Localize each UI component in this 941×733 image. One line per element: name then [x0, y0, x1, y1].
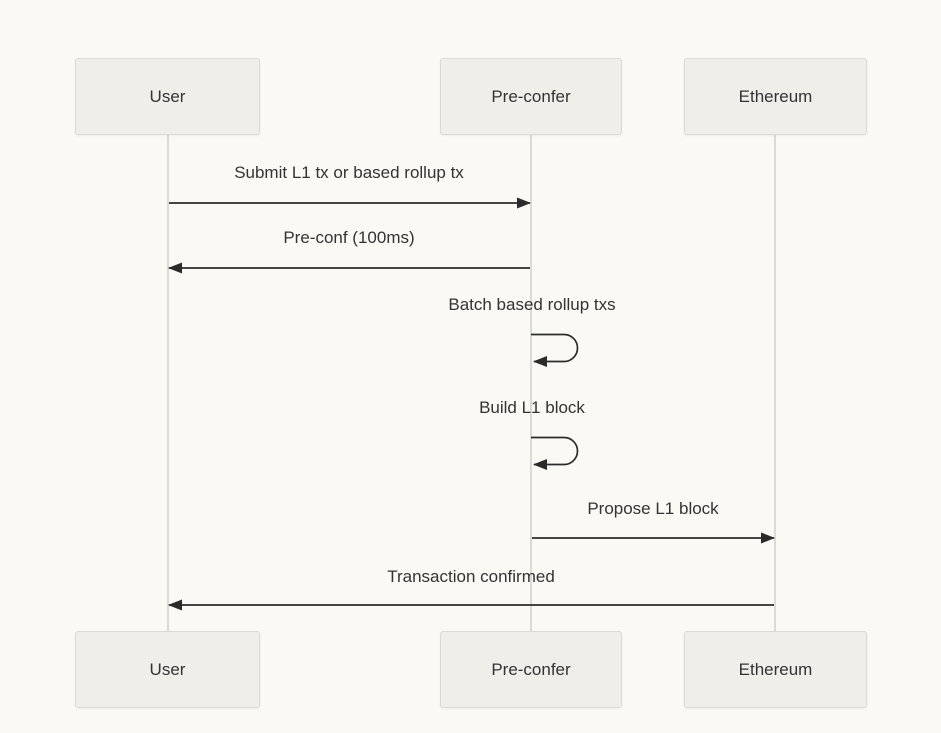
actor-label-user: User: [149, 659, 186, 679]
message-label-batch-txs: Batch based rollup txs: [448, 295, 616, 314]
message-label-submit-tx: Submit L1 tx or based rollup tx: [234, 163, 464, 182]
actor-box-pre-confer-bottom: Pre-confer: [440, 631, 622, 708]
self-loop-build-block: [531, 436, 579, 470]
message-label-propose-block: Propose L1 block: [587, 499, 719, 518]
actor-box-ethereum-top: Ethereum: [684, 58, 867, 135]
message-label-pre-conf: Pre-conf (100ms): [283, 228, 415, 247]
message-label-build-block: Build L1 block: [479, 398, 585, 417]
message-label-transaction-confirmed: Transaction confirmed: [387, 567, 555, 586]
actor-label-pre-confer: Pre-confer: [491, 659, 571, 679]
actor-label-ethereum: Ethereum: [738, 659, 813, 679]
actor-box-ethereum-bottom: Ethereum: [684, 631, 867, 708]
actor-box-user-bottom: User: [75, 631, 260, 708]
self-loop-batch-txs: [531, 333, 579, 367]
actor-label-user: User: [149, 86, 186, 106]
actor-box-pre-confer-top: Pre-confer: [440, 58, 622, 135]
actor-label-pre-confer: Pre-confer: [491, 86, 571, 106]
actor-box-user-top: User: [75, 58, 260, 135]
actor-label-ethereum: Ethereum: [738, 86, 813, 106]
